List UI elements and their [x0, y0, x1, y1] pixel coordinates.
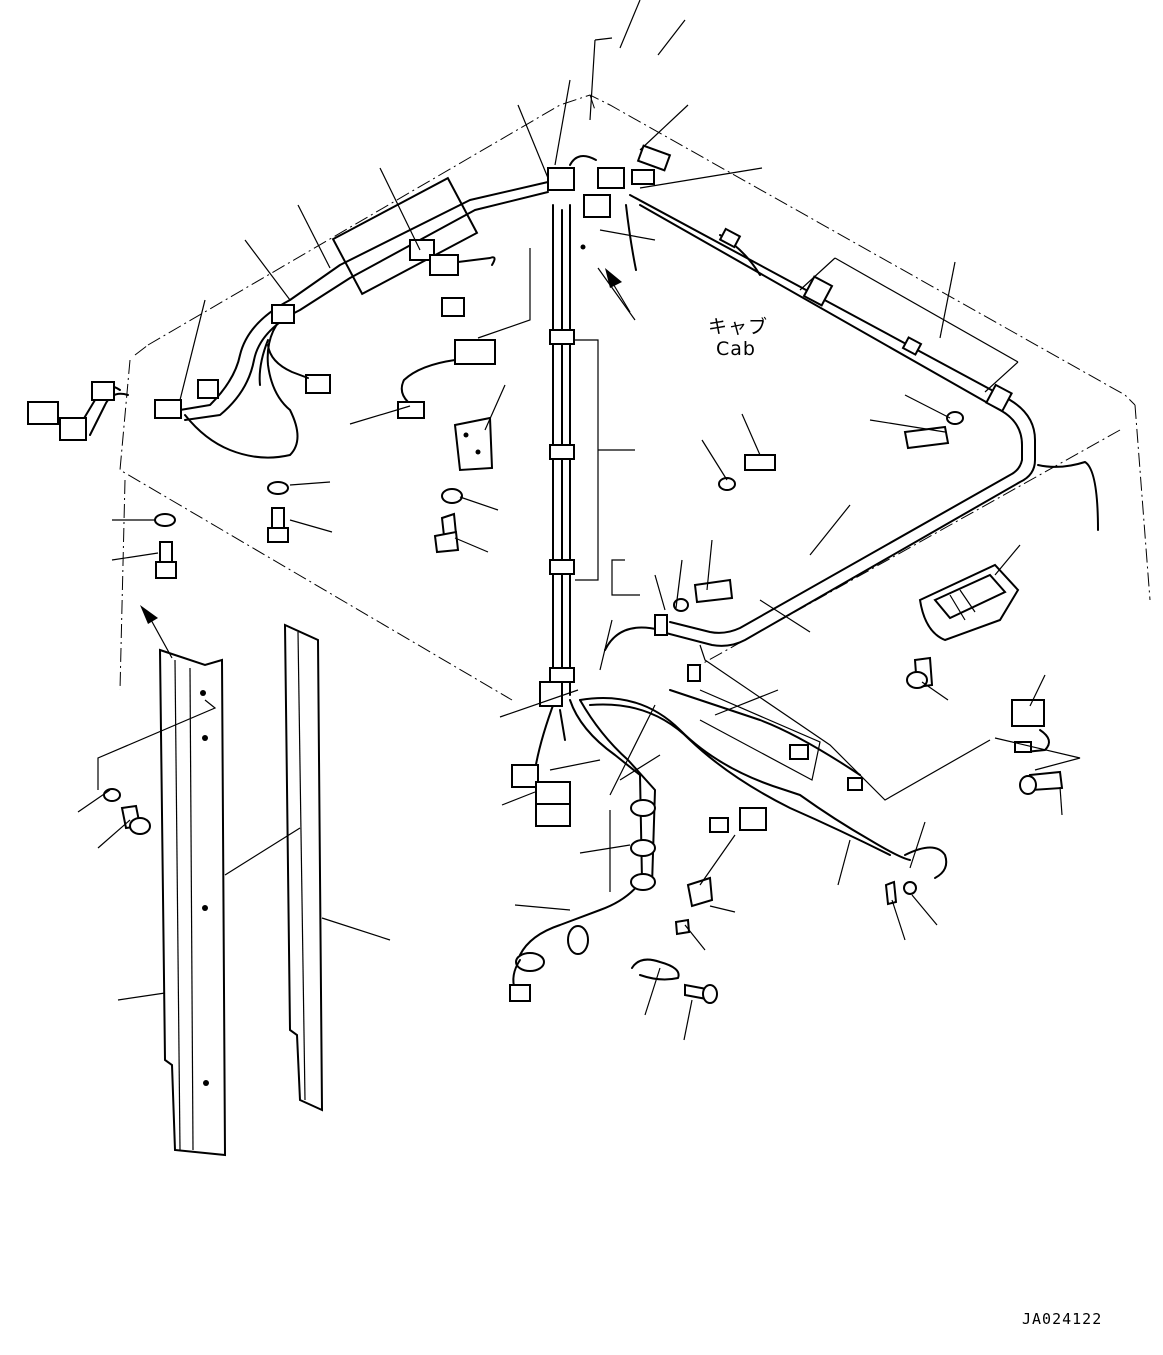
lower-harness [509, 614, 948, 1002]
top-connectors [547, 144, 672, 271]
clamp-band [549, 667, 575, 683]
cab-outline [119, 94, 1151, 701]
fasteners-left [103, 481, 463, 835]
clamp-band [549, 329, 575, 345]
pillar-harness [549, 204, 599, 701]
drawing-code: JA024122 [1022, 1310, 1103, 1328]
switch-panel [918, 563, 1020, 642]
direction-arrows [140, 268, 631, 659]
switch-connector [397, 339, 496, 472]
leader-lines [77, 0, 1063, 1041]
roof-harness-right [629, 194, 1099, 647]
relay-connector [994, 699, 1081, 771]
cab-label-en: Cab [716, 338, 756, 360]
pillar-covers [158, 623, 324, 1157]
fasteners-right [673, 411, 1064, 1004]
cab-label-jp: キャブ [708, 316, 769, 338]
clamp-band [549, 444, 575, 460]
roof-harness-left [27, 176, 549, 459]
clamp-band [549, 559, 575, 575]
